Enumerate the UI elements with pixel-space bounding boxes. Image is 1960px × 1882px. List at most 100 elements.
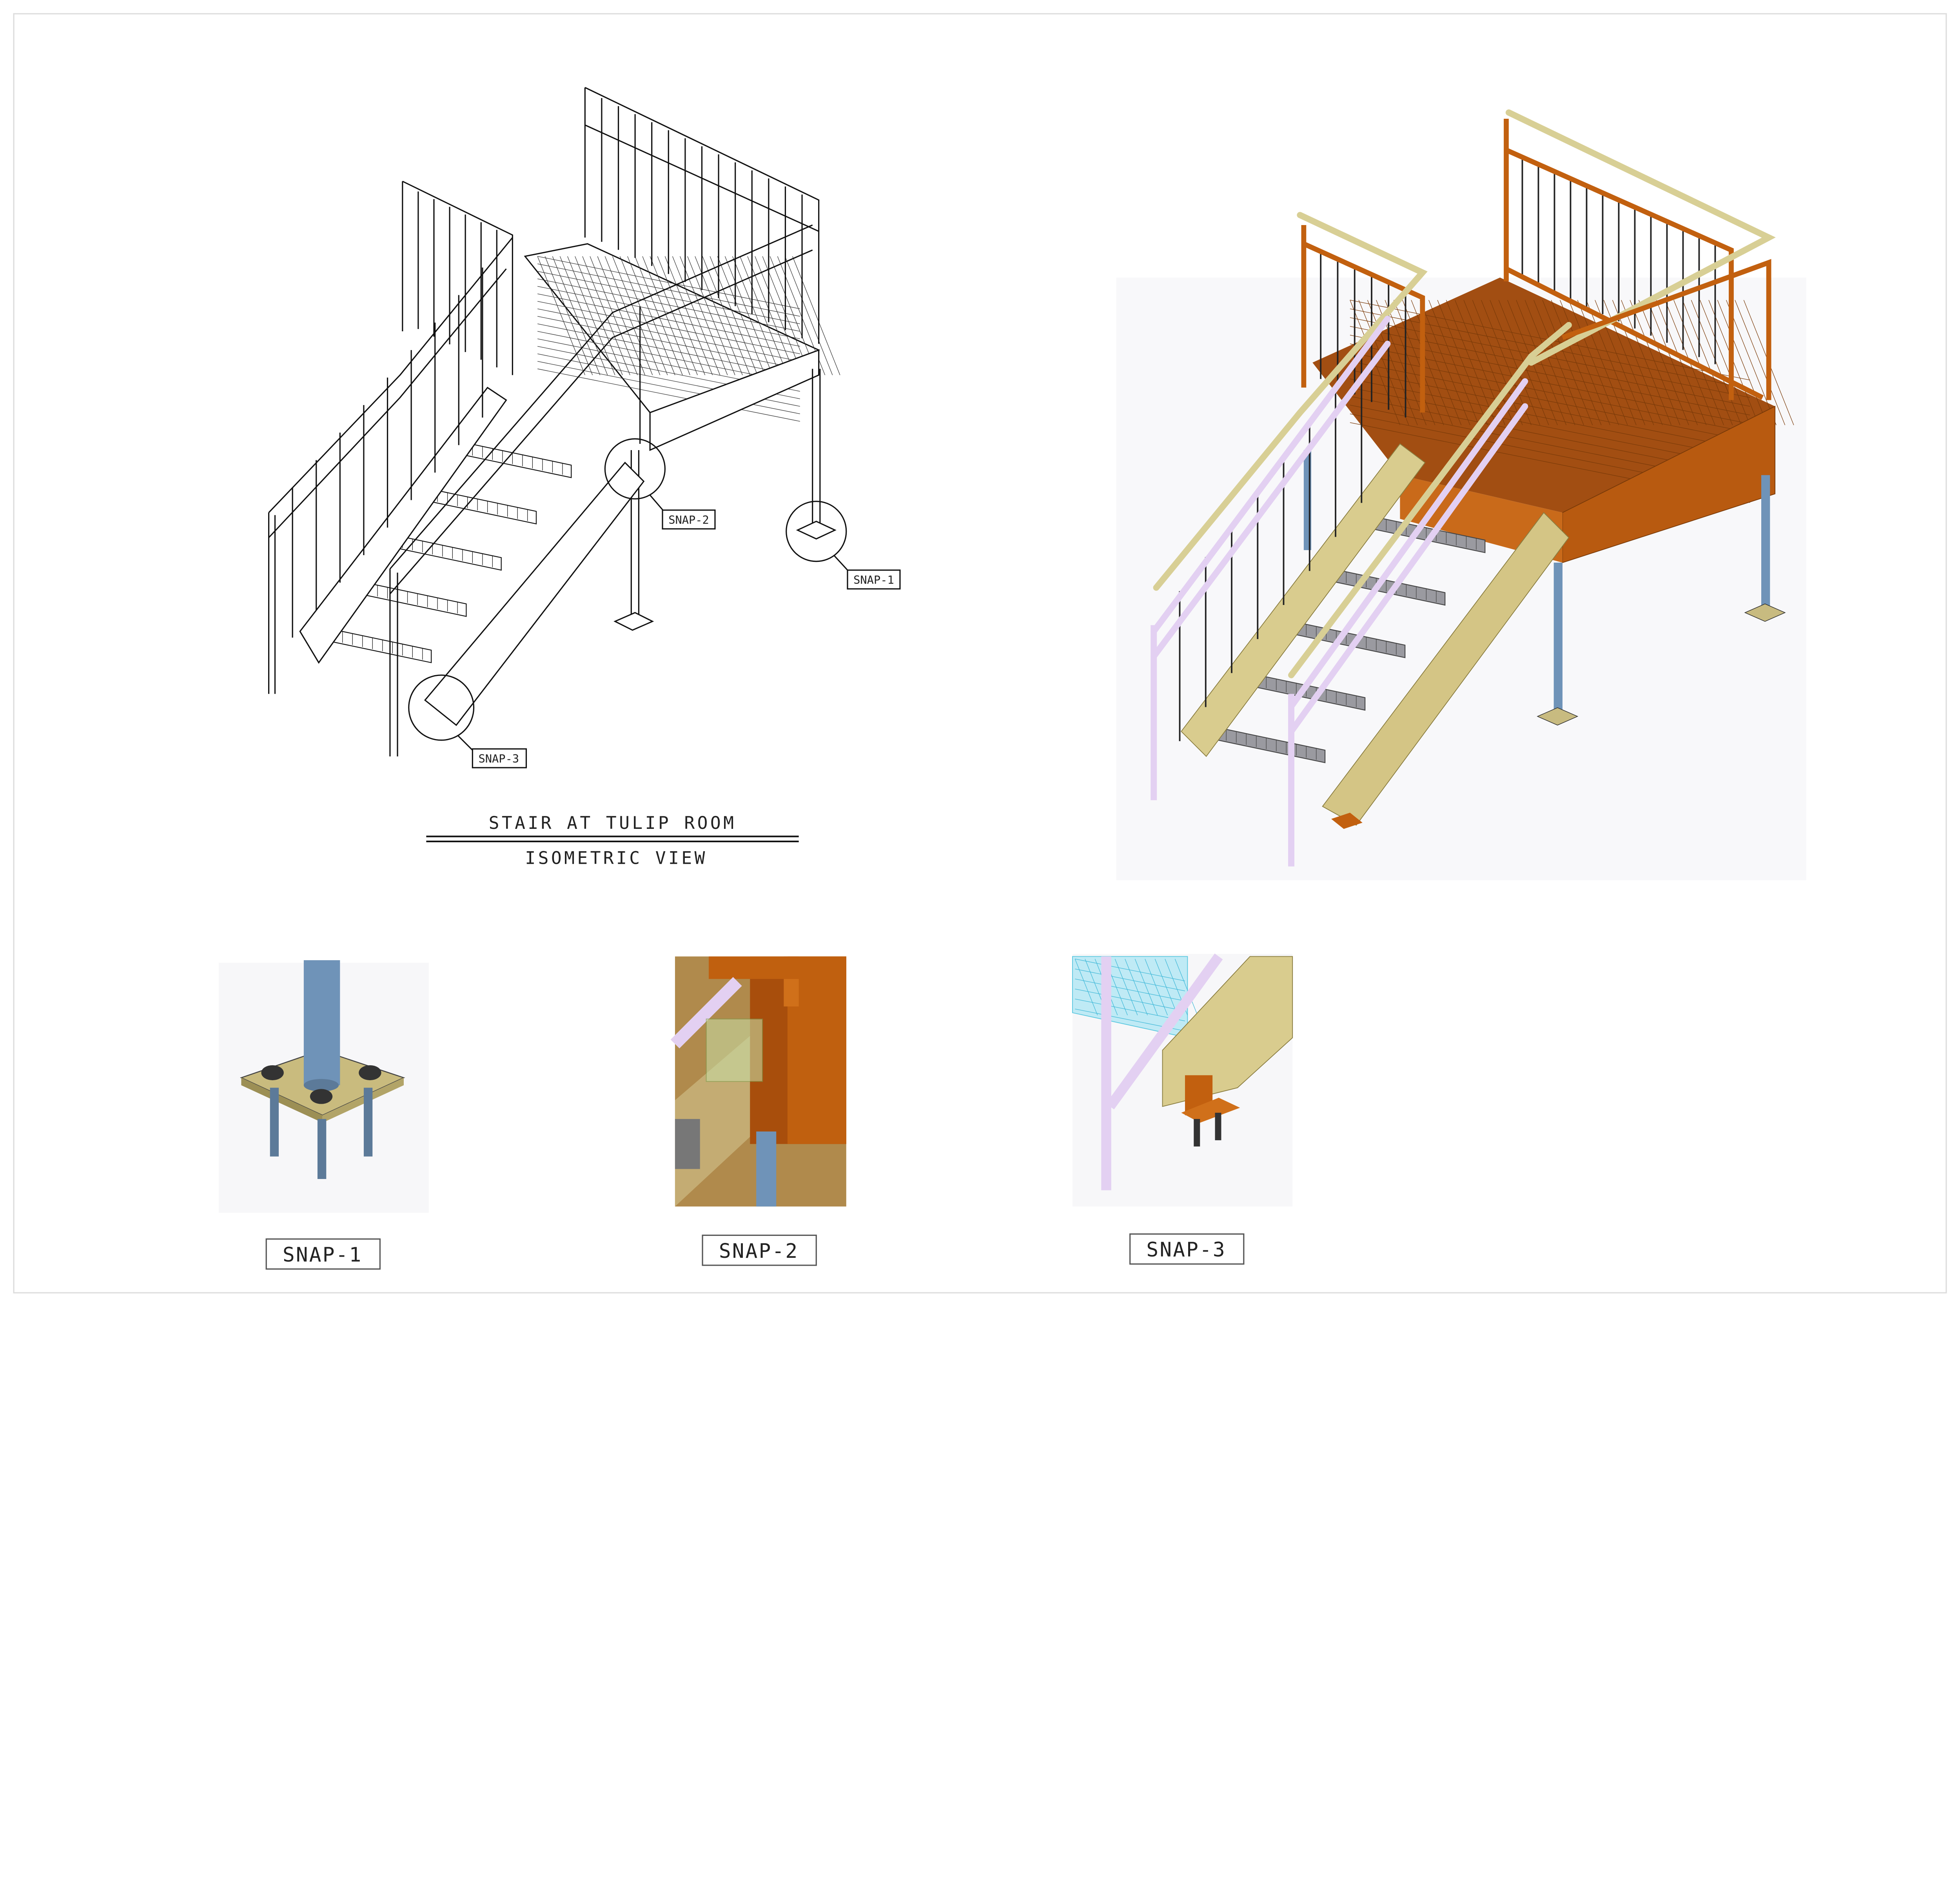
grating-bar (597, 256, 645, 375)
grating-bar (1621, 300, 1671, 425)
grating-bar (1673, 300, 1724, 425)
handrail-left-2 (268, 268, 507, 538)
grating-bar (1350, 326, 1750, 407)
grating-bar (695, 256, 743, 375)
grating-bar (620, 256, 668, 375)
callout-snap-2[interactable]: SNAP-2 (604, 438, 716, 530)
grating-bar (1174, 959, 1198, 1015)
grating-bar (1472, 300, 1523, 425)
anchor-bolt (1215, 1113, 1221, 1141)
anchor-bolt (1194, 1119, 1200, 1147)
left-guard-rail (1303, 242, 1425, 413)
grating-bar (1559, 300, 1610, 425)
grating-bar (657, 256, 706, 375)
base-plate-edge (241, 1077, 323, 1123)
grating-bar (1726, 300, 1777, 425)
base-angle (1181, 1097, 1240, 1123)
balusters-stair (292, 267, 483, 638)
handrail-right-2 (389, 249, 813, 594)
grating-bar (1411, 300, 1462, 425)
grating-bar (1735, 300, 1786, 425)
grating-bar (1134, 959, 1158, 1015)
callout-label: SNAP-1 (853, 573, 894, 587)
grating-bar (1656, 300, 1707, 425)
grating-bar (1350, 378, 1750, 459)
grating-bar (724, 256, 773, 375)
callout-box (662, 509, 716, 530)
detail-snap-2[interactable]: SNAP-2 (670, 956, 846, 1266)
grating-bar (1534, 300, 1584, 425)
left-top-rail (402, 180, 513, 375)
platform-rail (709, 956, 846, 979)
grating-bar (1350, 317, 1750, 398)
grating-bar (537, 361, 800, 414)
column-pipe (303, 960, 340, 1085)
guard-pipe-right-2 (1288, 403, 1528, 735)
grating-bar (732, 256, 780, 375)
grating-bar (537, 369, 800, 422)
grating-bar (1350, 352, 1750, 433)
hex-nut (261, 1065, 284, 1081)
grating-bar (575, 256, 623, 375)
hex-nut (310, 1089, 333, 1104)
leader-line (457, 734, 473, 751)
grating-bar (740, 256, 788, 375)
end-plate (1331, 812, 1363, 829)
grating-bar (755, 256, 803, 375)
grating-bar (1145, 959, 1168, 1015)
isometric-render (1116, 109, 1806, 880)
grating-bar (1075, 968, 1185, 992)
grating-bar (537, 323, 800, 377)
grating-bar (1350, 370, 1750, 451)
back-top-rail (584, 87, 820, 344)
clip-angle (706, 1018, 763, 1082)
drawing-sheet: SNAP-2 SNAP-1 SNAP-3 STAIR AT TULIP ROOM… (13, 13, 1947, 1293)
callout-box (847, 569, 901, 590)
connection-block (675, 1119, 700, 1169)
grating-bar (1717, 300, 1768, 425)
anchor-bolt (317, 1119, 327, 1179)
guard-pipe (670, 977, 742, 1048)
grating-bar (612, 256, 661, 375)
column (1761, 475, 1770, 613)
grating-bar (1630, 300, 1681, 425)
stringer-left (1181, 443, 1426, 757)
platform-beam (649, 349, 820, 451)
balusters-back (601, 98, 803, 338)
anchor-bolt (363, 1088, 373, 1157)
callout-label: SNAP-3 (478, 752, 519, 765)
detail-label: SNAP-3 (1146, 1239, 1226, 1262)
detail-snap-3[interactable]: SNAP-3 (1072, 953, 1293, 1265)
grating-bar (1074, 959, 1098, 1015)
base-plate (796, 520, 837, 540)
grating-bar (1542, 300, 1593, 425)
stair-treads (1206, 514, 1486, 763)
column (1553, 562, 1563, 713)
back-mid-rail (1505, 266, 1764, 400)
stair-treads (312, 440, 572, 663)
grating-bar (537, 256, 585, 375)
grating-bar (537, 316, 800, 369)
grating-bar (792, 256, 840, 375)
grating-pattern (1350, 300, 1794, 503)
grating-bar (1385, 300, 1436, 425)
grating-bar (1647, 300, 1698, 425)
guard-pipe (1106, 953, 1223, 1110)
callout-snap-1[interactable]: SNAP-1 (786, 501, 901, 590)
grating-bar (1075, 988, 1185, 1012)
grating-bar (680, 256, 728, 375)
callout-snap-3[interactable]: SNAP-3 (408, 674, 527, 768)
grating-bar (784, 256, 833, 375)
grating-bar (1075, 959, 1185, 981)
grating-bar (1428, 300, 1479, 425)
grating-bar (1490, 300, 1541, 425)
grating-bar (1350, 334, 1750, 416)
grating-bar (537, 293, 800, 347)
detail-snap-1[interactable]: SNAP-1 (219, 960, 429, 1270)
grating-bar (537, 278, 800, 332)
balusters-left (417, 191, 497, 368)
guard-pipe-right (1288, 378, 1528, 710)
grating-bar (642, 256, 690, 375)
grating-bar (567, 256, 615, 375)
left-handrail (1153, 212, 1428, 591)
